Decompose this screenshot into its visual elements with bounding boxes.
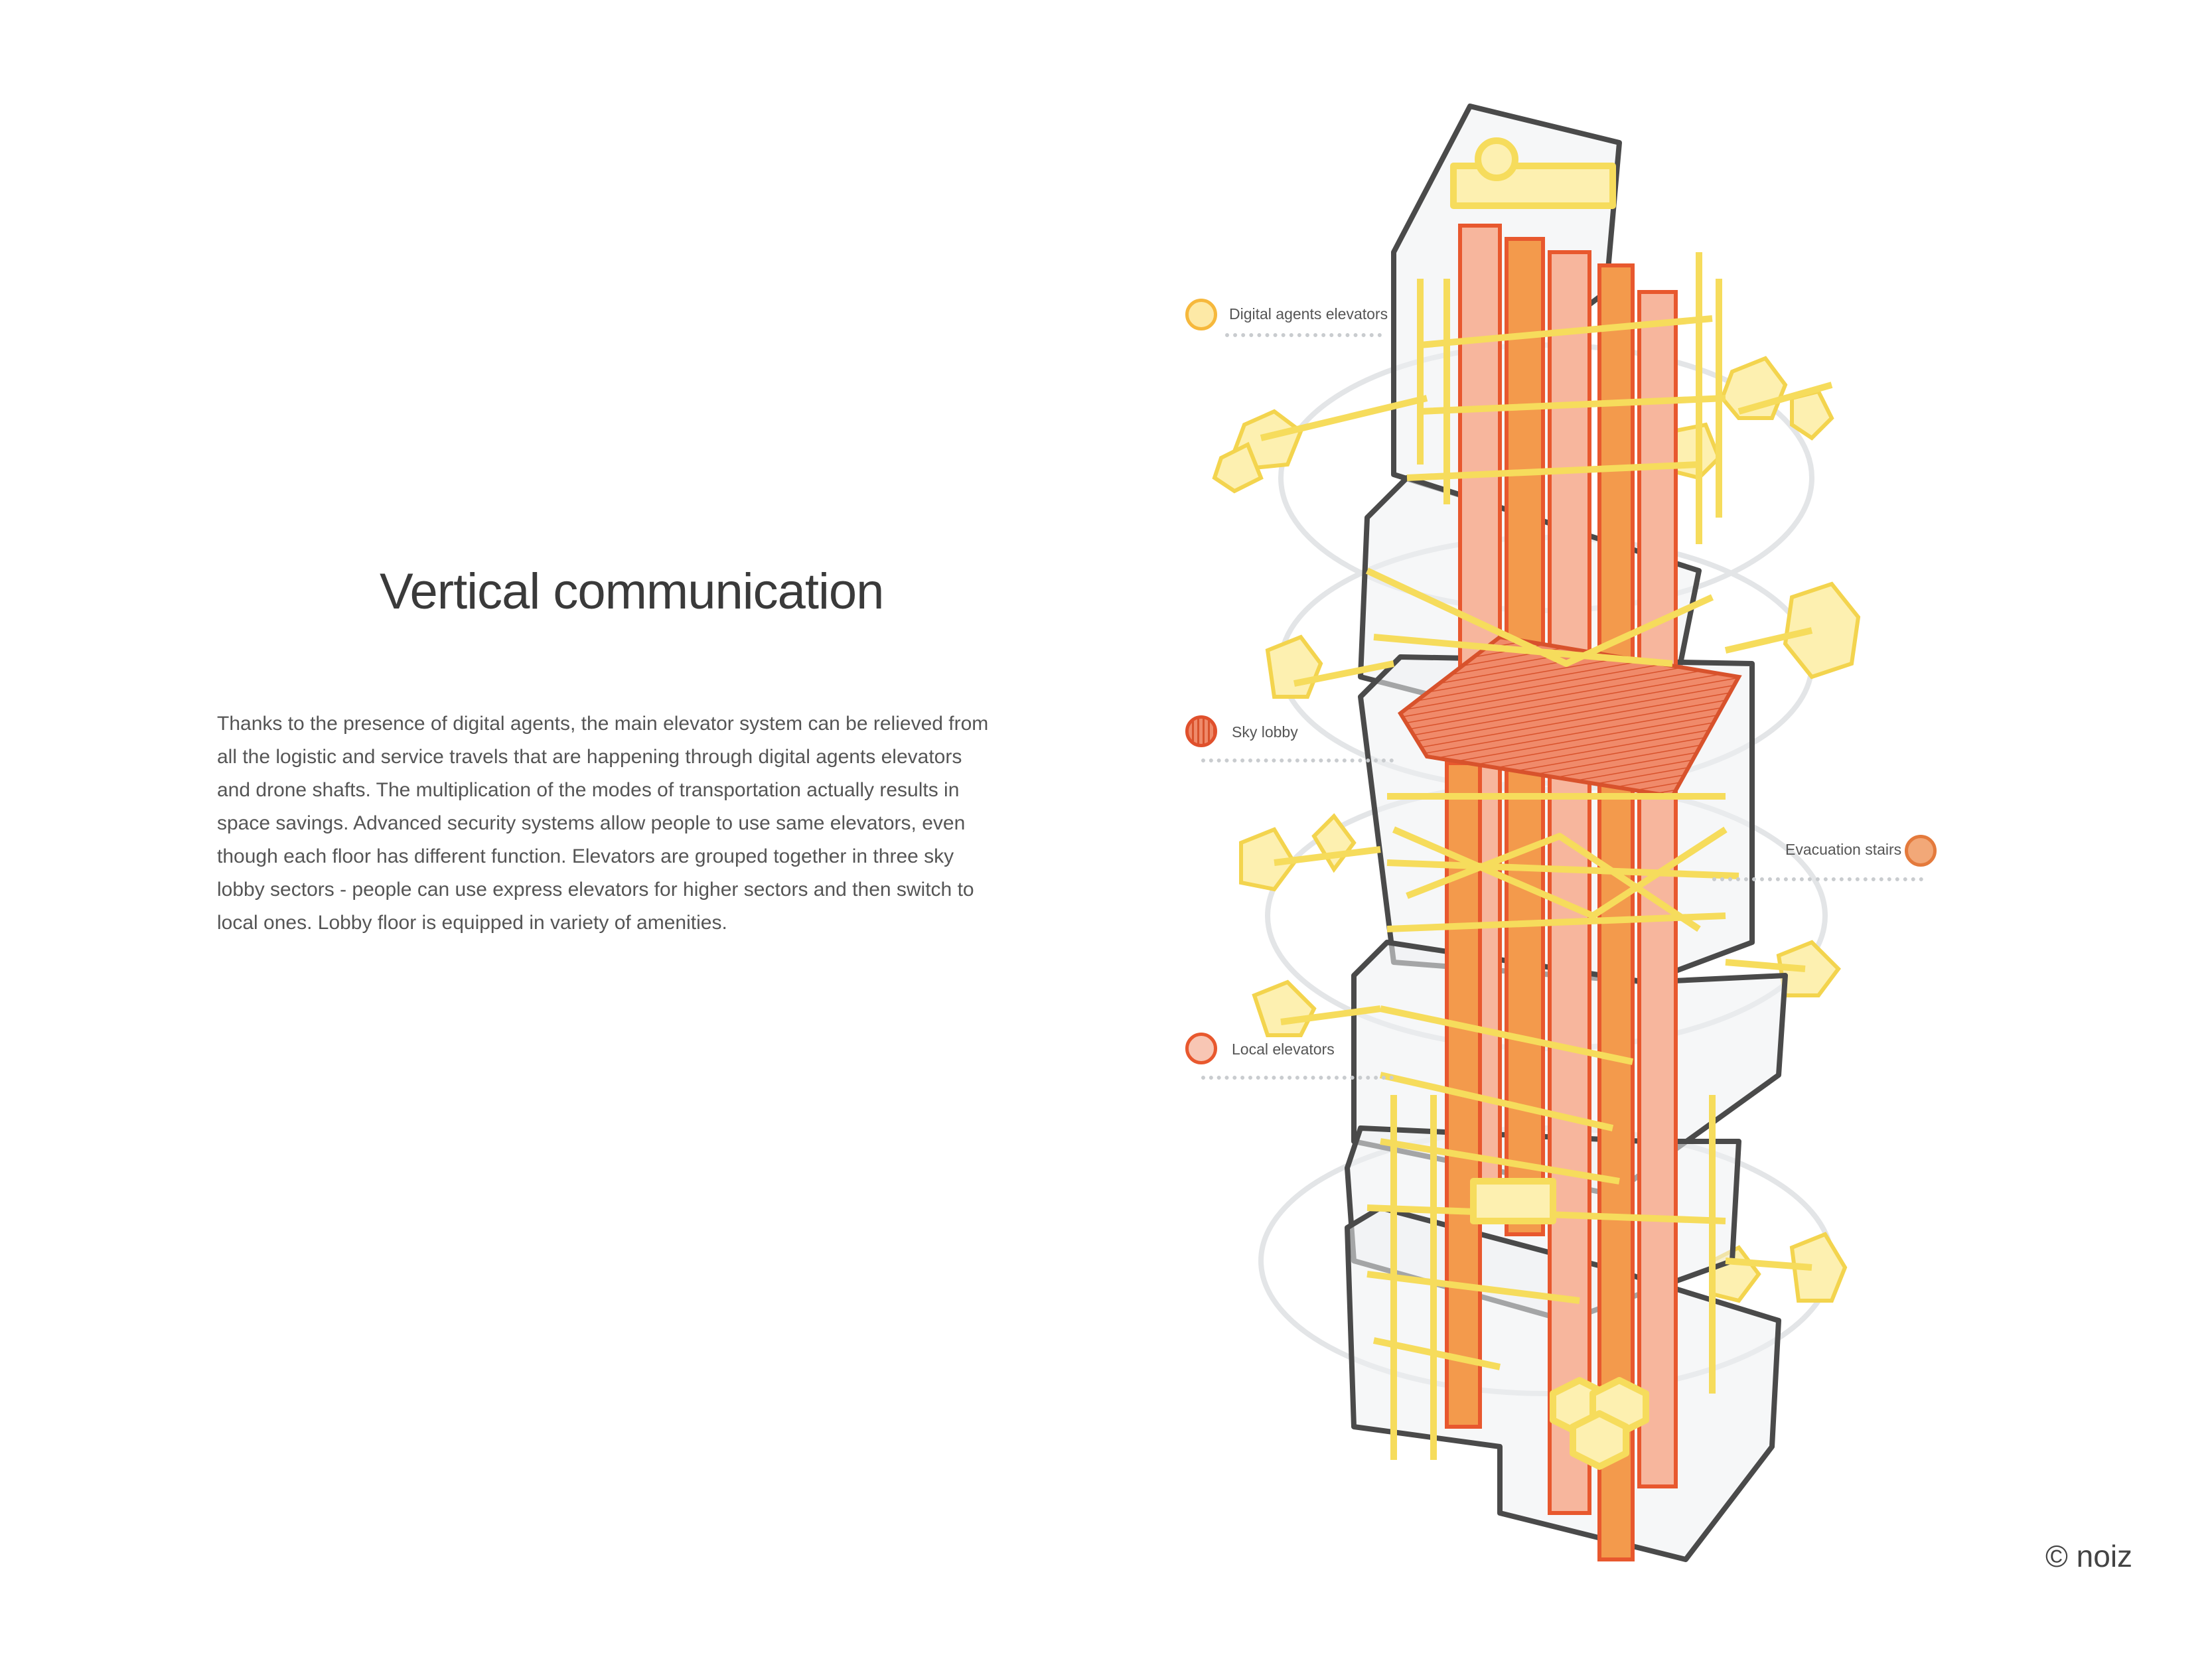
evacuation-stairs-leader bbox=[1712, 877, 1923, 881]
local-elevators-label: Local elevators bbox=[1232, 1041, 1335, 1058]
copyright-notice: © noiz bbox=[2045, 1539, 2133, 1573]
digital-agents-elevators-swatch bbox=[1185, 299, 1217, 330]
page-title: Vertical communication bbox=[380, 563, 884, 620]
digital-agents-elevators-leader bbox=[1225, 333, 1382, 337]
digital-agents-elevators-label: Digital agents elevators bbox=[1229, 305, 1388, 323]
sky-lobby-swatch bbox=[1185, 715, 1217, 747]
evacuation-stairs-swatch bbox=[1905, 835, 1937, 867]
local-elevators-swatch bbox=[1185, 1033, 1217, 1064]
local-elevators-leader bbox=[1201, 1076, 1394, 1080]
digital-agents-network bbox=[1260, 137, 1833, 1470]
drone-pads bbox=[1212, 356, 1861, 1303]
description-text: Thanks to the presence of digital agents… bbox=[217, 713, 989, 934]
sky-lobby-leader bbox=[1201, 758, 1394, 762]
evacuation-stairs-label: Evacuation stairs bbox=[1785, 841, 1902, 858]
sky-lobby-label: Sky lobby bbox=[1232, 723, 1298, 741]
